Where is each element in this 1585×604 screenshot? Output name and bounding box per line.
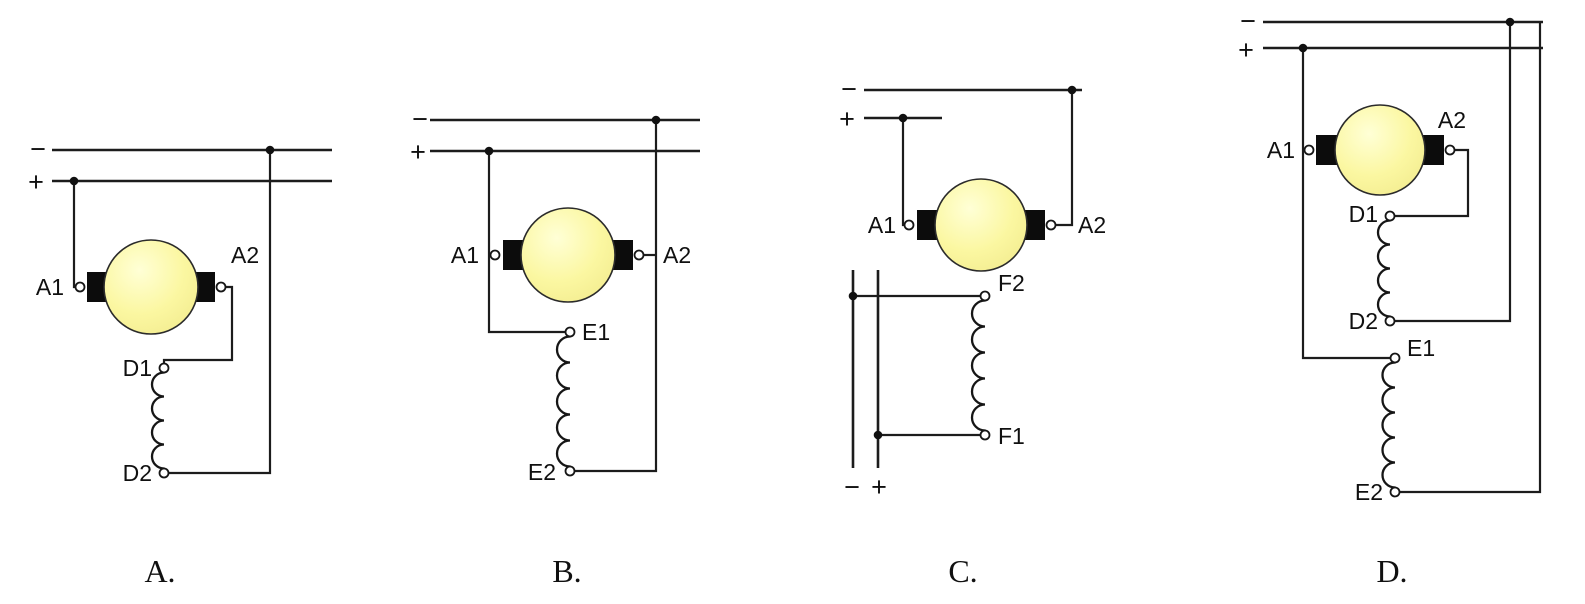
terminal-a1	[903, 219, 915, 231]
positive-feed-wire	[487, 151, 566, 334]
terminal-a1	[1303, 144, 1315, 156]
positive-feed-wire	[1301, 48, 1391, 360]
terminal-a1	[74, 281, 86, 293]
terminal-a2-label: A2	[663, 242, 691, 268]
terminal-a1-label: A1	[868, 212, 896, 238]
terminal-a2	[215, 281, 227, 293]
terminal-a2-label: A2	[1438, 107, 1466, 133]
terminal-a1-label: A1	[1267, 137, 1295, 163]
terminal-d2-label: D2	[1349, 308, 1378, 334]
series-winding-coil	[150, 371, 166, 470]
a2-to-negative-rail-wire	[1055, 90, 1074, 227]
junction-dot	[898, 113, 908, 123]
terminal-e2	[1389, 486, 1401, 498]
armature-to-series-winding-wire	[1394, 148, 1470, 218]
terminal-e2-label: E2	[1355, 479, 1383, 505]
terminal-a2	[633, 249, 645, 261]
series-winding-return-wire	[1394, 22, 1512, 323]
motor-armature	[934, 178, 1028, 272]
terminal-e1-label: E1	[1407, 335, 1435, 361]
terminal-e2	[564, 465, 576, 477]
terminal-a1-label: A1	[451, 242, 479, 268]
motor-armature	[1334, 104, 1426, 196]
junction-dot	[265, 145, 275, 155]
option-label-a: A.	[144, 553, 175, 589]
terminal-a2	[1045, 219, 1057, 231]
positive-feed-wire	[901, 118, 905, 227]
junction-dot	[484, 146, 494, 156]
circuit-diagram-a: − + A1 A2 D1 D2 A.	[28, 134, 332, 589]
junction-dot	[1067, 85, 1077, 95]
terminal-a1	[489, 249, 501, 261]
option-label-c: C.	[948, 553, 977, 589]
field-winding-coil	[970, 299, 987, 432]
terminal-f2-label: F2	[998, 270, 1025, 296]
positive-feed-wire	[72, 181, 76, 289]
option-label-b: B.	[552, 553, 581, 589]
terminal-e1-label: E1	[582, 319, 610, 345]
terminal-a2-label: A2	[1078, 212, 1106, 238]
terminal-a2	[1444, 144, 1456, 156]
terminal-d2-label: D2	[123, 460, 152, 486]
positive-polarity-label: +	[839, 104, 855, 134]
terminal-d1-label: D1	[123, 355, 152, 381]
negative-polarity-label: −	[412, 104, 428, 134]
motor-armature	[520, 207, 616, 303]
option-label-d: D.	[1376, 553, 1407, 589]
circuit-diagram-c: − + A1 A2 F2 F1 − + C.	[839, 74, 1106, 589]
negative-polarity-label: −	[1240, 6, 1256, 36]
circuit-diagram-d: − + A1 A2 D1 D2 E1 E2 D.	[1238, 6, 1543, 589]
armature-to-series-winding-wire	[162, 285, 234, 364]
field-positive-polarity-label: +	[871, 472, 887, 502]
circuit-diagram-b: − + A1 A2 E1 E2 B.	[410, 104, 700, 589]
terminal-d2	[1384, 315, 1396, 327]
junction-dot	[69, 176, 79, 186]
terminal-a2-label: A2	[231, 242, 259, 268]
return-wire-to-negative-rail	[574, 120, 658, 473]
field-negative-polarity-label: −	[844, 472, 860, 502]
terminal-d1-label: D1	[1349, 201, 1378, 227]
positive-polarity-label: +	[1238, 35, 1254, 65]
terminal-e1	[564, 326, 576, 338]
terminal-e2-label: E2	[528, 459, 556, 485]
junction-dot	[1298, 43, 1308, 53]
terminal-f2	[979, 290, 991, 302]
terminal-f1-label: F1	[998, 423, 1025, 449]
series-winding-coil	[1376, 219, 1392, 318]
terminal-f1	[979, 429, 991, 441]
junction-dot	[873, 430, 883, 440]
terminal-d2	[158, 467, 170, 479]
motor-armature	[103, 239, 199, 335]
return-wire-to-negative-rail	[168, 150, 272, 475]
negative-polarity-label: −	[30, 134, 46, 164]
junction-dot	[848, 291, 858, 301]
terminal-d1	[158, 362, 170, 374]
shunt-winding-coil	[1381, 361, 1397, 489]
terminal-d1	[1384, 210, 1396, 222]
terminal-e1	[1389, 352, 1401, 364]
junction-dot	[1505, 17, 1515, 27]
positive-polarity-label: +	[410, 137, 426, 167]
terminal-a1-label: A1	[36, 274, 64, 300]
junction-dot	[651, 115, 661, 125]
negative-polarity-label: −	[841, 74, 857, 104]
positive-polarity-label: +	[28, 167, 44, 197]
shunt-winding-coil	[555, 335, 572, 468]
shunt-winding-return-wire	[1399, 22, 1542, 494]
